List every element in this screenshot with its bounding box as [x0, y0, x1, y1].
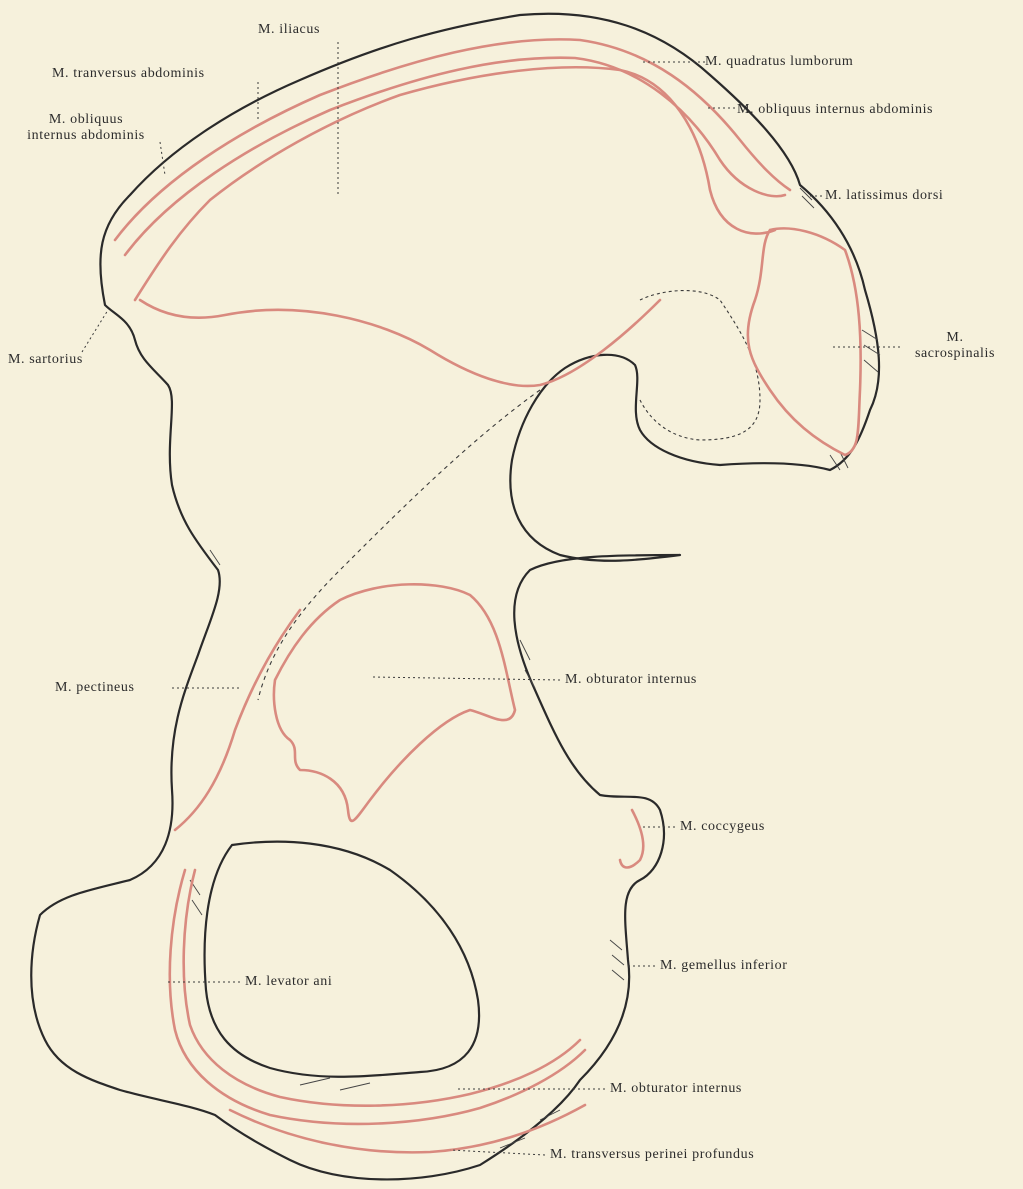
leader-lines: [82, 42, 900, 1155]
auricular-surface-line: [640, 291, 760, 440]
label-levator-ani: M. levator ani: [245, 974, 332, 990]
label-sacrospinalis-line-2: sacrospinalis: [900, 346, 1010, 362]
label-obliquus-internus-left: M. obliquus internus abdominis: [6, 112, 166, 144]
leader-sartorius: [82, 310, 108, 352]
label-sartorius: M. sartorius: [8, 352, 83, 368]
coccygeus-attachment: [620, 810, 643, 868]
obturator-foramen: [205, 842, 480, 1077]
muscle-attachment-lines: [115, 39, 861, 1152]
leader-obliquus-left: [160, 142, 165, 175]
label-transversus-abdominis: M. tranversus abdominis: [52, 66, 205, 82]
leader-obturator-upper: [372, 677, 560, 680]
label-pectineus: M. pectineus: [55, 680, 135, 696]
shading-hatches: [190, 188, 880, 1148]
levator-ani-inner: [184, 870, 580, 1106]
label-coccygeus: M. coccygeus: [680, 819, 765, 835]
label-latissimus-dorsi: M. latissimus dorsi: [825, 188, 943, 204]
arcuate-line: [258, 390, 540, 700]
label-iliacus: M. iliacus: [258, 22, 320, 38]
sacrospinalis-area-outline: [748, 228, 861, 455]
label-obliquus-internus-right: M. obliquus internus abdominis: [737, 102, 933, 118]
label-quadratus-lumborum: M. quadratus lumborum: [705, 54, 853, 70]
label-obturator-internus-lower: M. obturator internus: [610, 1081, 742, 1097]
iliac-crest-attachment-inner: [135, 67, 775, 300]
label-obliquus-line-1: M. obliquus: [6, 112, 166, 128]
levator-ani-outer: [170, 870, 585, 1124]
transversus-perinei-attachment: [230, 1105, 585, 1152]
label-sacrospinalis-line-1: M.: [900, 330, 1010, 346]
iliac-crest-attachment-outer: [115, 39, 790, 240]
label-gemellus-inferior: M. gemellus inferior: [660, 958, 787, 974]
iliacus-area-outline: [140, 300, 660, 386]
label-transversus-perinei-profundus: M. transversus perinei profundus: [550, 1147, 754, 1163]
label-sacrospinalis: M. sacrospinalis: [900, 330, 1010, 362]
label-obturator-internus-upper: M. obturator internus: [565, 672, 697, 688]
obturator-internus-upper-area: [274, 584, 515, 821]
label-obliquus-line-2: internus abdominis: [6, 128, 166, 144]
